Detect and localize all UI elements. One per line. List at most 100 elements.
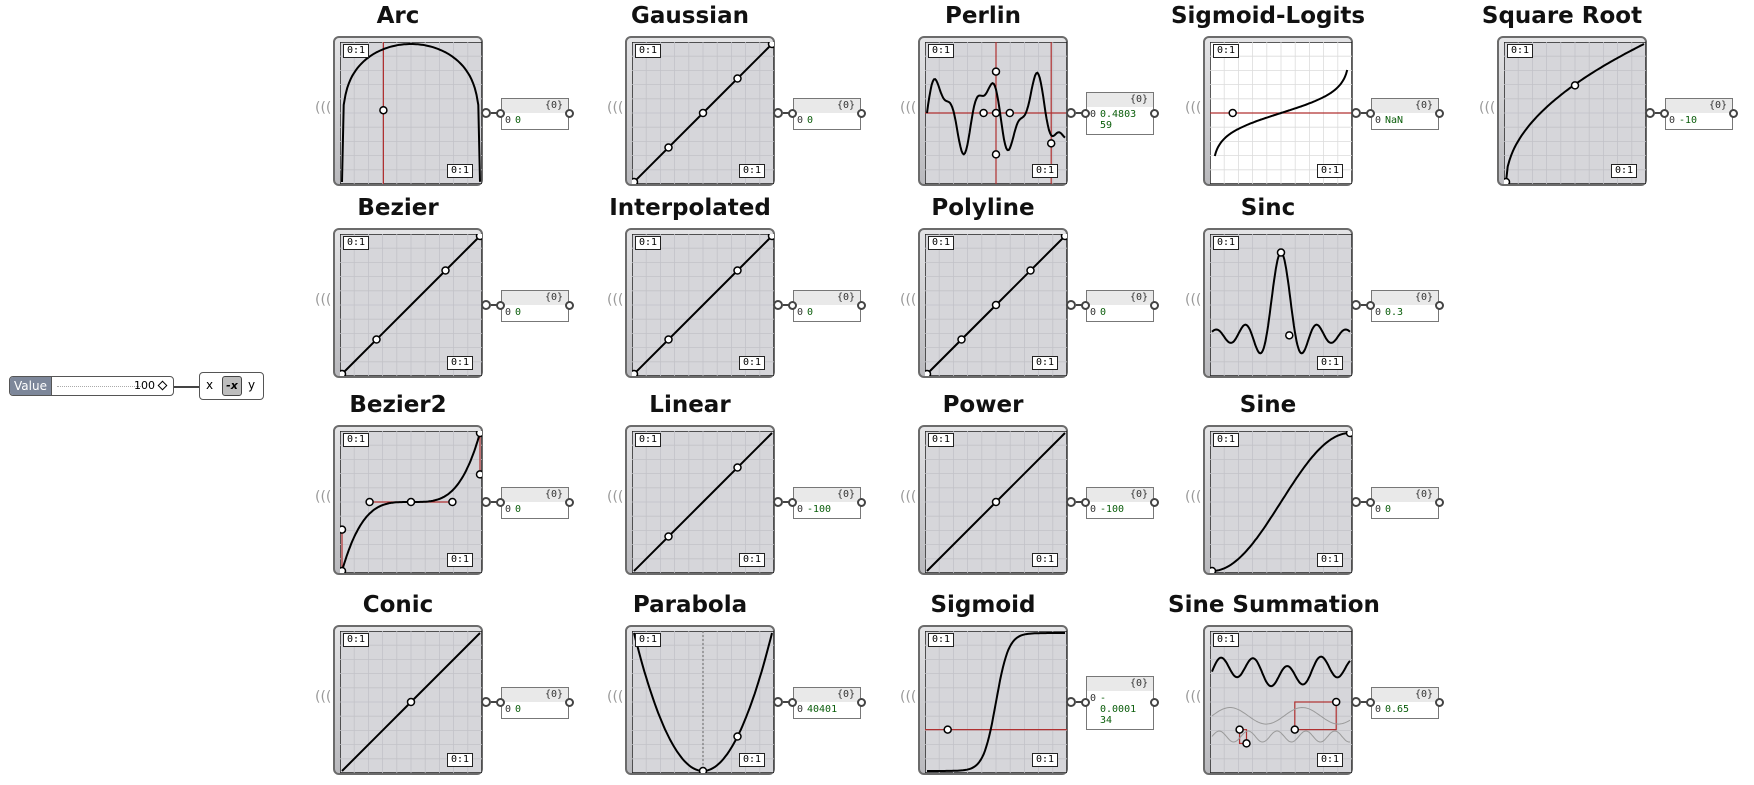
panel-output-pin[interactable] [1435, 497, 1444, 507]
curve-handle[interactable] [733, 266, 742, 275]
input-pin-icon[interactable]: ((( [900, 689, 917, 705]
input-pin-icon[interactable]: ((( [315, 689, 332, 705]
curve-handle[interactable] [1060, 234, 1068, 241]
curve-handle[interactable] [475, 234, 483, 241]
input-pin-icon[interactable]: ((( [900, 292, 917, 308]
input-pin-icon[interactable]: ((( [315, 489, 332, 505]
panel-input-pin[interactable] [1081, 697, 1090, 707]
graph-plot[interactable] [1210, 431, 1352, 573]
input-pin-icon[interactable]: ((( [607, 100, 624, 116]
panel-input-pin[interactable] [1366, 697, 1375, 707]
panel-input-pin[interactable] [1366, 497, 1375, 507]
curve-handle[interactable] [365, 497, 374, 507]
panel-output-pin[interactable] [1435, 697, 1444, 707]
curve-handle[interactable] [991, 108, 1001, 118]
curve-handle[interactable] [1331, 697, 1341, 707]
graph-plot[interactable] [632, 631, 774, 773]
curve-handle[interactable] [1570, 81, 1580, 90]
panel-input-pin[interactable] [496, 108, 505, 118]
graph-plot[interactable] [1210, 42, 1352, 184]
panel-input-pin[interactable] [788, 300, 797, 310]
curve-handle[interactable] [340, 566, 347, 574]
curve-handle[interactable] [991, 300, 1001, 310]
panel-input-pin[interactable] [496, 697, 505, 707]
graph-plot[interactable] [925, 431, 1067, 573]
curve-handle[interactable] [632, 177, 639, 185]
output-pin[interactable] [481, 300, 491, 310]
input-pin-icon[interactable]: ((( [1185, 689, 1202, 705]
panel-output-pin[interactable] [857, 300, 866, 310]
curve-handle[interactable] [1276, 248, 1286, 257]
curve-handle[interactable] [991, 150, 1001, 159]
value-panel[interactable]: {0}0-100 [1081, 486, 1159, 519]
curve-handle[interactable] [943, 725, 952, 734]
panel-output-pin[interactable] [1150, 497, 1159, 507]
negate-output-y[interactable]: y [248, 378, 256, 392]
curve-handle[interactable] [379, 105, 388, 115]
panel-input-pin[interactable] [788, 497, 797, 507]
curve-handle[interactable] [957, 335, 966, 344]
panel-input-pin[interactable] [1366, 300, 1375, 310]
panel-output-pin[interactable] [1150, 300, 1159, 310]
curve-handle[interactable] [1285, 331, 1294, 340]
graph-plot[interactable] [632, 431, 774, 573]
input-pin-icon[interactable]: ((( [607, 689, 624, 705]
input-pin-icon[interactable]: ((( [900, 489, 917, 505]
panel-output-pin[interactable] [1435, 300, 1444, 310]
input-pin-icon[interactable]: ((( [607, 489, 624, 505]
curve-handle[interactable] [925, 369, 932, 377]
input-pin-icon[interactable]: ((( [1185, 489, 1202, 505]
curve-handle[interactable] [767, 234, 775, 241]
curve-handle[interactable] [1228, 108, 1237, 118]
panel-output-pin[interactable] [857, 497, 866, 507]
panel-input-pin[interactable] [1081, 497, 1090, 507]
value-slider[interactable]: Value 100 [9, 376, 174, 396]
negate-input-x[interactable]: x [206, 378, 214, 392]
curve-handle[interactable] [733, 463, 742, 472]
curve-handle[interactable] [698, 108, 708, 118]
panel-output-pin[interactable] [565, 697, 574, 707]
graph-plot[interactable] [340, 631, 482, 773]
panel-output-pin[interactable] [565, 300, 574, 310]
graph-plot[interactable] [925, 42, 1067, 184]
output-pin[interactable] [1645, 108, 1655, 118]
input-pin-icon[interactable]: ((( [1185, 100, 1202, 116]
panel-output-pin[interactable] [565, 108, 574, 118]
slider-track[interactable] [57, 386, 143, 387]
input-pin-icon[interactable]: ((( [607, 292, 624, 308]
panel-input-pin[interactable] [1660, 108, 1669, 118]
panel-input-pin[interactable] [496, 497, 505, 507]
output-pin[interactable] [1066, 300, 1076, 310]
curve-handle[interactable] [767, 42, 775, 49]
curve-handle[interactable] [475, 431, 483, 438]
output-pin[interactable] [773, 108, 783, 118]
curve-handle[interactable] [979, 108, 988, 118]
curve-handle[interactable] [340, 525, 347, 534]
panel-output-pin[interactable] [857, 697, 866, 707]
curve-handle[interactable] [441, 266, 450, 275]
curve-handle[interactable] [1290, 725, 1300, 734]
value-panel[interactable]: {0}0- 0.0001 34 [1081, 675, 1159, 730]
panel-input-pin[interactable] [496, 300, 505, 310]
negative-component[interactable]: x -x y [199, 372, 264, 400]
curve-handle[interactable] [664, 335, 673, 344]
